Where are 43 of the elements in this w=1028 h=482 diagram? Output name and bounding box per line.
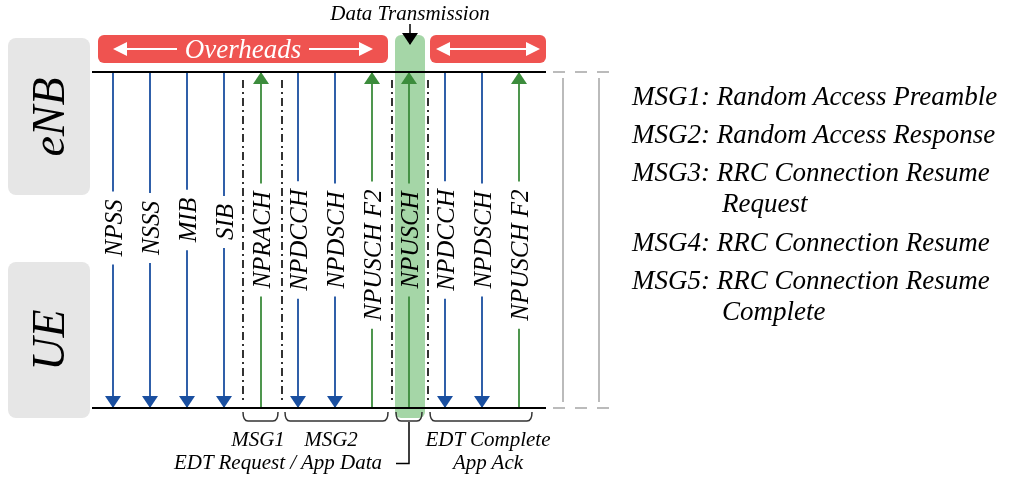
edge-label: MIB: [174, 197, 200, 243]
definition-text: MSG4: RRC Connection Resume: [632, 227, 991, 258]
entity-box: UE: [8, 262, 90, 418]
edge-label: NPDCCH: [285, 189, 311, 291]
arrow: [179, 72, 195, 408]
bracket-label: MSG1: [230, 428, 286, 451]
arrow: [401, 72, 417, 408]
arrow: [437, 72, 453, 408]
overhead-band: [430, 35, 546, 63]
definition-text: MSG5: RRC Connection Resume Complete: [632, 265, 991, 327]
definition-text: MSG1: Random Access Preamble: [632, 81, 999, 112]
arrow: [511, 72, 527, 408]
brace: [395, 412, 423, 422]
edge-label: NPDCCH: [432, 189, 458, 291]
arrow: [402, 23, 418, 45]
edge-label: NPUSCH: [396, 191, 422, 289]
arrow: [253, 72, 269, 408]
bracket-label: EDT Complete App Ack: [424, 428, 552, 474]
arrow: [327, 72, 343, 408]
edge-label: NPDSCH: [469, 191, 495, 289]
edge-label: SIB: [211, 203, 237, 241]
overhead-band: Overheads: [98, 35, 388, 63]
arrow: [105, 72, 121, 408]
definition-text: MSG2: Random Access Response: [632, 119, 997, 150]
definition-text: MSG3: RRC Connection Resume Request: [632, 157, 991, 219]
leader-line: [395, 421, 410, 465]
edge-label: NPSS: [100, 199, 126, 257]
entity-box: eNB: [8, 38, 90, 195]
arrow: [474, 72, 490, 408]
timeline-line: [92, 71, 546, 73]
arrow: [364, 72, 380, 408]
edge-label: NPRACH: [248, 191, 274, 289]
timeline-line: [92, 407, 546, 409]
edge-label: NPUSCH F2: [359, 189, 385, 321]
edge-label: NPDSCH: [322, 191, 348, 289]
annotation-text: Data Transmission: [330, 2, 490, 24]
arrow: [142, 72, 158, 408]
arrow: [216, 72, 232, 408]
edge-label: NPUSCH F2: [506, 189, 532, 321]
arrow: [290, 72, 306, 408]
bracket-label: MSG2: [303, 428, 359, 451]
edge-label: NSSS: [137, 200, 163, 256]
annotation-text: EDT Request / App Data: [160, 451, 396, 476]
